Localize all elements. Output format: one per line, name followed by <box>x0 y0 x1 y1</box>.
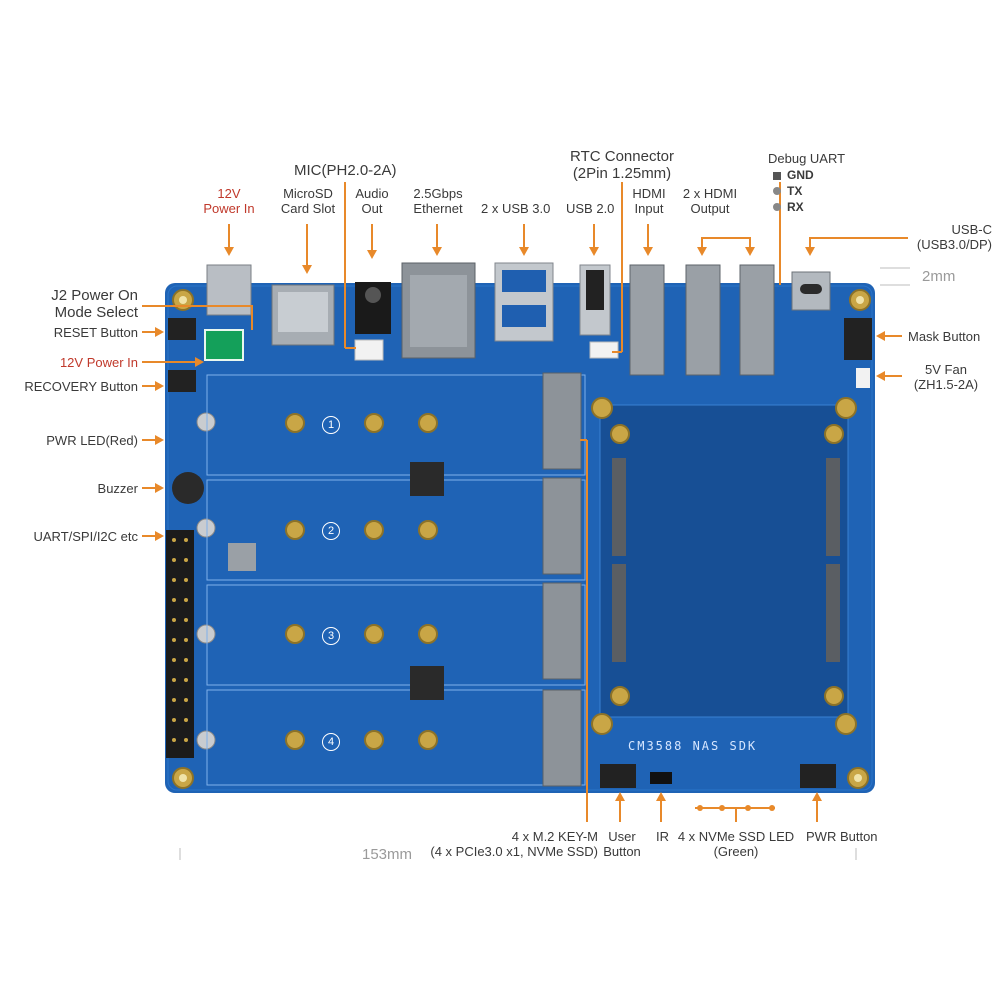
hdmi-out-port-1 <box>685 264 721 376</box>
mask-button <box>844 318 872 360</box>
label-ethernet: 2.5Gbps Ethernet <box>413 186 463 216</box>
slot-number-4: 4 <box>322 733 340 751</box>
label-recovery-button: RECOVERY Button <box>24 379 138 394</box>
dc-jack <box>206 264 252 316</box>
m2-connectors <box>542 372 582 787</box>
recovery-button <box>168 370 196 392</box>
label-reset-button: RESET Button <box>53 325 138 340</box>
dimension-height: 2mm <box>922 268 956 285</box>
dimension-width: 153mm <box>362 846 413 863</box>
gpio-header <box>166 530 194 758</box>
label-rtc: RTC Connector (2Pin 1.25mm) <box>570 148 674 182</box>
m2-standoffs <box>285 413 438 750</box>
label-buzzer: Buzzer <box>97 481 138 496</box>
label-user-button: User Button <box>603 829 641 859</box>
label-usb3: 2 x USB 3.0 <box>481 201 551 216</box>
hdmi-out-port-2 <box>739 264 775 376</box>
label-usbc: USB-C (USB3.0/DP) <box>916 222 992 252</box>
label-12v-power-in-top: 12V Power In <box>203 186 255 216</box>
rtc-connector <box>589 341 619 359</box>
label-5v-fan: 5V Fan (ZH1.5-2A) <box>913 362 979 392</box>
buzzer <box>172 472 204 504</box>
label-uart-spi-i2c: UART/SPI/I2C etc <box>33 529 138 544</box>
slot-number-2: 2 <box>322 522 340 540</box>
label-hdmi-output: 2 x HDMI Output <box>682 186 738 216</box>
hdmi-in-port <box>629 264 665 376</box>
callout-arrows <box>155 247 885 801</box>
label-uart-rx: RX <box>787 200 804 214</box>
inductor <box>228 543 256 571</box>
module-standoffs <box>591 397 857 735</box>
mic-connector <box>354 339 384 361</box>
label-debug-uart: Debug UART <box>768 151 846 166</box>
label-microsd: MicroSD Card Slot <box>280 186 336 216</box>
label-pwr-button: PWR Button <box>806 829 878 844</box>
label-audio-out: Audio Out <box>355 186 389 216</box>
m2-slots <box>206 374 586 786</box>
label-ssd-led: 4 x NVMe SSD LED (Green) <box>677 829 795 859</box>
slot-number-3: 3 <box>322 627 340 645</box>
label-pwr-led: PWR LED(Red) <box>46 433 138 448</box>
label-12v-power-in-left: 12V Power In <box>59 355 138 370</box>
label-ir: IR <box>656 829 669 844</box>
label-usb2: USB 2.0 <box>566 201 615 216</box>
pcie-switch-1 <box>410 462 444 496</box>
label-j2-mode: J2 Power On Mode Select <box>51 287 138 321</box>
pcie-switch-2 <box>410 666 444 700</box>
label-hdmi-input: HDMI Input <box>632 186 666 216</box>
reset-button <box>168 318 196 340</box>
slot-number-1: 1 <box>322 416 340 434</box>
fan-connector <box>856 368 870 388</box>
dimension-marks <box>179 267 910 860</box>
sdk-silkscreen: CM3588 NAS SDK <box>628 739 758 753</box>
label-uart-gnd: GND <box>787 168 814 182</box>
power-connector <box>204 329 244 361</box>
compute-module-area <box>599 404 849 718</box>
label-mic: MIC(PH2.0-2A) <box>294 162 397 179</box>
board-to-board-connectors <box>612 458 840 662</box>
ir-receiver <box>650 772 672 784</box>
label-uart-tx: TX <box>787 184 803 198</box>
user-button-part <box>600 764 636 788</box>
label-m2-key-m: 4 x M.2 KEY-M (4 x PCIe3.0 x1, NVMe SSD) <box>430 829 598 859</box>
label-mask-button: Mask Button <box>908 329 981 344</box>
pwr-button-part <box>800 764 836 788</box>
